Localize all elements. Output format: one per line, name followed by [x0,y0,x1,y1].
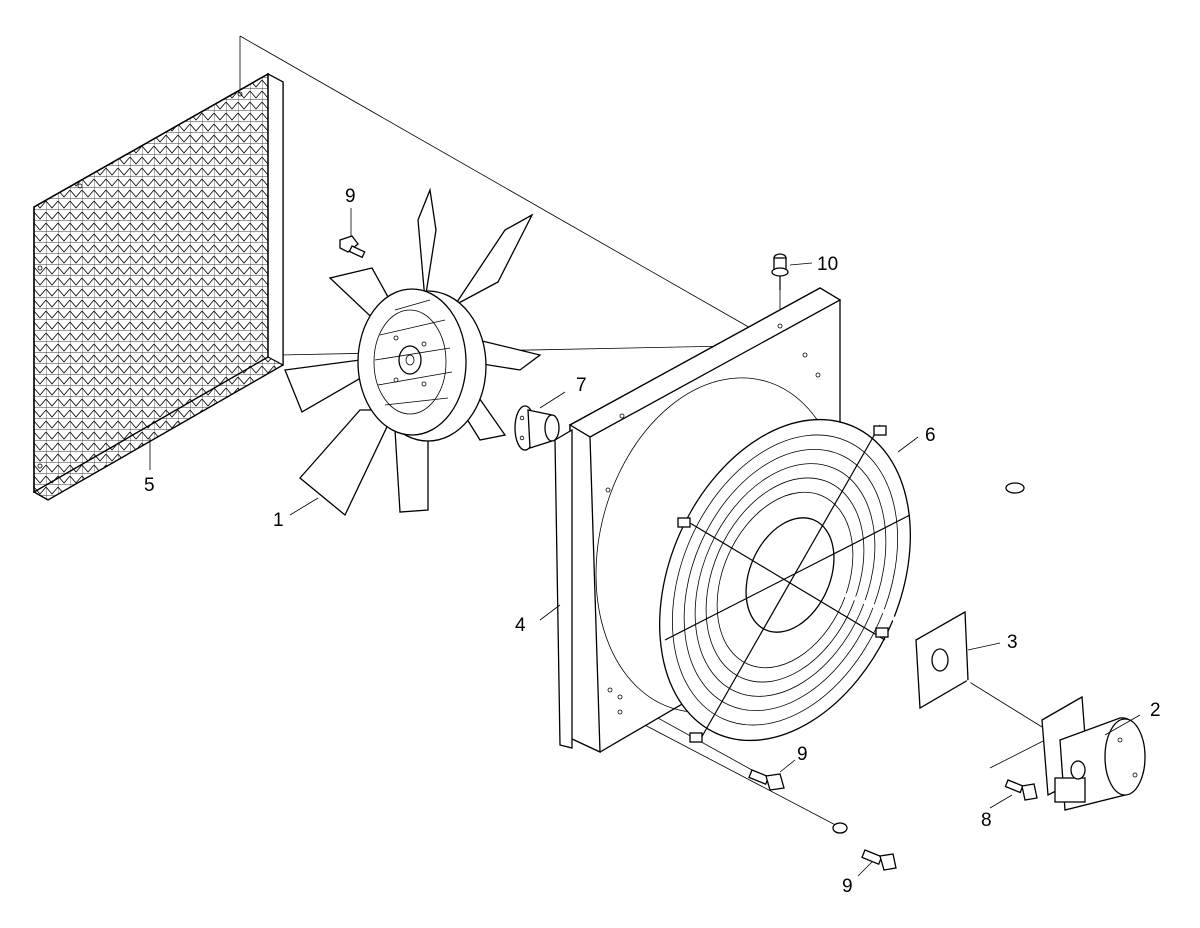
motor-bracket [832,482,1025,834]
bolt-8 [1004,779,1038,801]
callout-labels: 1 2 3 4 5 6 7 8 9 9 9 10 [144,186,1161,897]
callout-5: 5 [144,475,155,496]
callout-8: 8 [981,810,992,831]
callout-9-bottom: 9 [842,876,853,897]
bolt-10 [771,253,789,290]
callout-1: 1 [273,510,284,531]
callout-4: 4 [515,615,526,636]
callout-2: 2 [1150,700,1161,721]
callout-3: 3 [1007,632,1018,653]
callout-10: 10 [817,254,838,275]
fan-guard [659,418,911,743]
callout-9-top: 9 [345,186,356,207]
fan-assembly [284,187,542,517]
callout-6: 6 [925,425,936,446]
bolt-9-bottom [861,849,897,871]
bolt-9-top [339,235,366,259]
callout-7: 7 [576,375,587,396]
callout-leaders [149,208,1141,877]
hub-adapter [514,405,560,451]
radiator-grille [33,72,284,501]
callout-9-middle: 9 [797,744,808,765]
hydraulic-motor [1041,695,1146,811]
bolt-9-middle [748,769,785,791]
